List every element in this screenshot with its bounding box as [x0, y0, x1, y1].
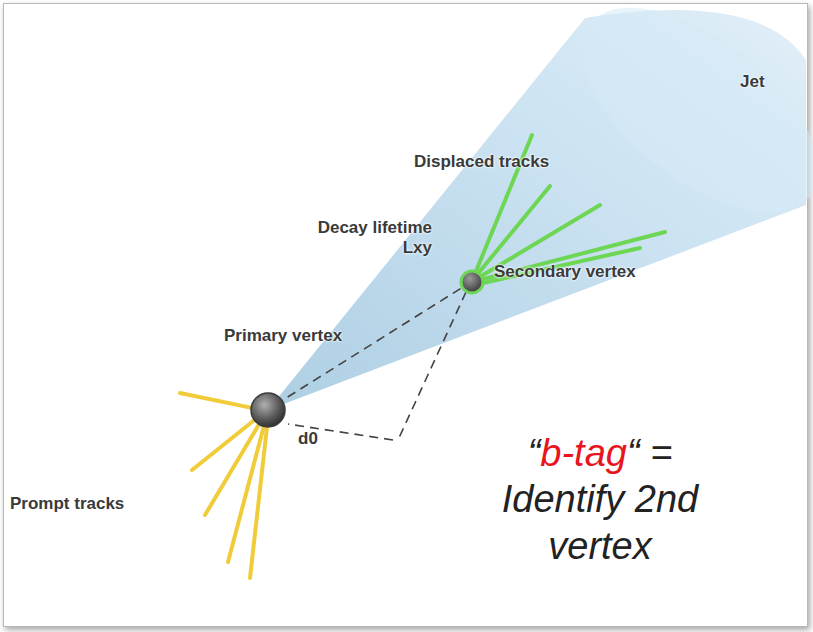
vertex-label: Secondary vertex: [494, 262, 636, 282]
callout-text: Identify 2nd vertex: [485, 476, 715, 569]
track-label: Prompt tracks: [10, 494, 124, 514]
jet-label: Jet: [740, 72, 765, 92]
quote-mark: “ =: [627, 432, 672, 474]
highlight-term: b-tag: [540, 432, 627, 474]
quote-mark: “: [528, 432, 541, 474]
vertex-label: Primary vertex: [224, 326, 342, 346]
track-label: Displaced tracks: [414, 152, 549, 172]
impact-parameter-label: d0: [298, 429, 318, 449]
primary-vertex: [251, 393, 285, 427]
callout-line: “b-tag“ =: [455, 430, 745, 476]
b-tag-callout: “b-tag“ =Identify 2nd vertex: [455, 430, 745, 569]
dashed-lines: [275, 287, 466, 440]
secondary-vertex: [461, 271, 483, 293]
lifetime-label: Decay lifetime Lxy: [292, 218, 432, 257]
